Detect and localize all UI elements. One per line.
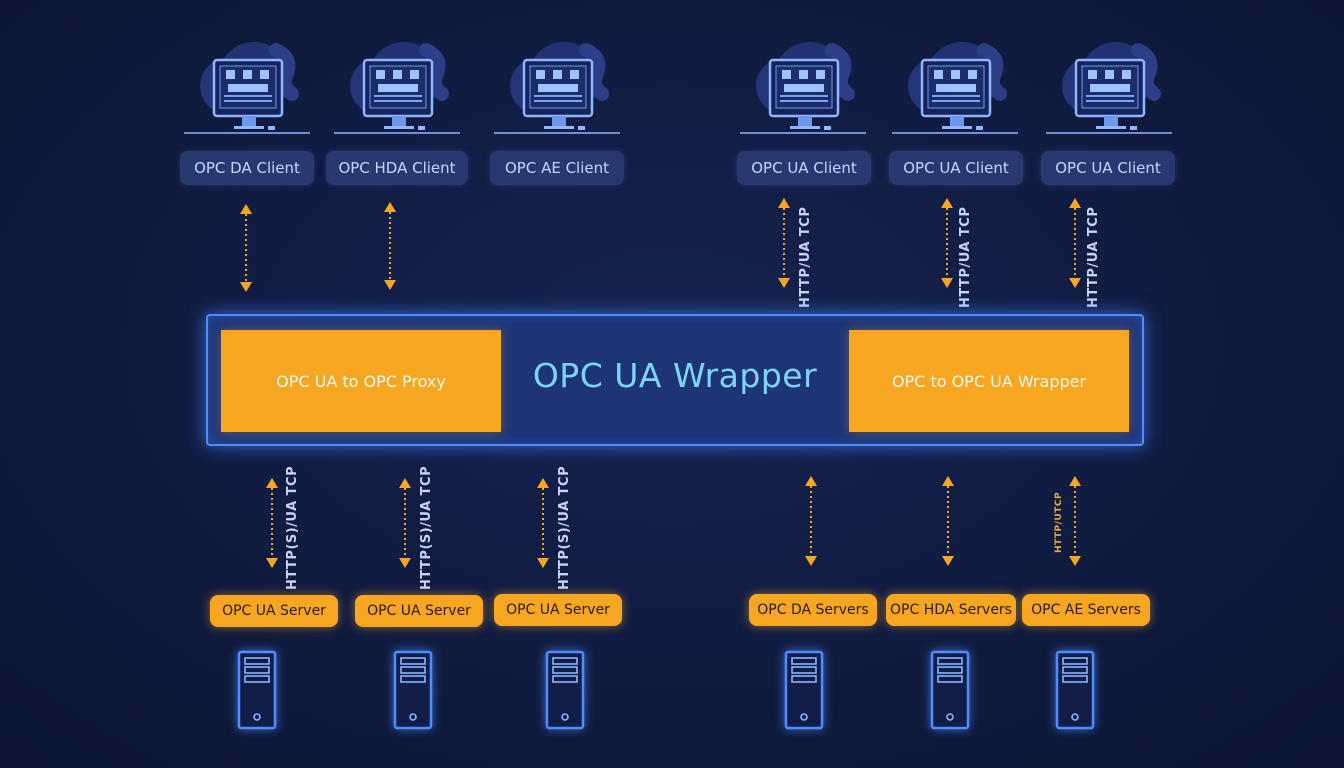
- computer-icon: [1046, 42, 1172, 134]
- server-label-ae: OPC AE Servers: [1022, 594, 1150, 626]
- server-tower-icon: [545, 650, 585, 730]
- client-label-ua-3: OPC UA Client: [1041, 151, 1175, 185]
- client-label-ae: OPC AE Client: [490, 151, 624, 185]
- client-label-da: OPC DA Client: [180, 151, 314, 185]
- protocol-label-top-2: HTTP/UA TCP: [958, 206, 973, 308]
- double-arrow-icon: [384, 202, 396, 290]
- arrow-top-ua-1: [777, 198, 791, 288]
- protocol-label-bottom-4: HTTP/UTCP: [1054, 491, 1064, 553]
- double-arrow-icon: [941, 198, 953, 288]
- server-icon-da: [784, 650, 824, 730]
- protocol-label-bottom-3: HTTP(S)/UA TCP: [557, 465, 572, 590]
- client-label-ua-1: OPC UA Client: [737, 151, 871, 185]
- double-arrow-icon: [399, 478, 411, 568]
- server-tower-icon: [393, 650, 433, 730]
- arrow-bottom-ua-1: [265, 478, 279, 568]
- server-label-ua-3: OPC UA Server: [494, 594, 622, 626]
- double-arrow-icon: [1069, 476, 1081, 566]
- arrow-top-ua-2: [940, 198, 954, 288]
- arrow-top-hda: [383, 202, 397, 290]
- server-tower-icon: [784, 650, 824, 730]
- computer-icon: [494, 42, 620, 134]
- double-arrow-icon: [1069, 198, 1081, 288]
- client-ua-2: [892, 40, 1022, 140]
- protocol-label-top-3: HTTP/UA TCP: [1086, 206, 1101, 308]
- double-arrow-icon: [778, 198, 790, 288]
- wrapper-box: OPC to OPC UA Wrapper: [849, 330, 1129, 432]
- client-ae: [494, 40, 624, 140]
- protocol-label-bottom-1: HTTP(S)/UA TCP: [285, 465, 300, 590]
- server-tower-icon: [930, 650, 970, 730]
- server-icon-ua-1: [237, 650, 277, 730]
- arrow-bottom-ua-3: [536, 478, 550, 568]
- arrow-bottom-ua-2: [398, 478, 412, 568]
- double-arrow-icon: [942, 476, 954, 566]
- server-label-ua-2: OPC UA Server: [355, 595, 483, 627]
- arrow-bottom-ae: [1068, 476, 1082, 566]
- arrow-bottom-hda: [941, 476, 955, 566]
- double-arrow-icon: [537, 478, 549, 568]
- protocol-label-top-1: HTTP/UA TCP: [798, 206, 813, 308]
- server-label-ua-1: OPC UA Server: [210, 595, 338, 627]
- computer-icon: [334, 42, 460, 134]
- server-icon-ae: [1055, 650, 1095, 730]
- server-tower-icon: [237, 650, 277, 730]
- computer-icon: [184, 42, 310, 134]
- client-ua-1: [740, 40, 870, 140]
- double-arrow-icon: [266, 478, 278, 568]
- arrow-top-da: [239, 204, 253, 292]
- server-label-hda: OPC HDA Servers: [886, 594, 1016, 626]
- computer-icon: [892, 42, 1018, 134]
- server-icon-hda: [930, 650, 970, 730]
- client-hda: [334, 40, 464, 140]
- double-arrow-icon: [240, 204, 252, 292]
- arrow-bottom-da: [804, 476, 818, 566]
- server-tower-icon: [1055, 650, 1095, 730]
- protocol-label-bottom-2: HTTP(S)/UA TCP: [419, 465, 434, 590]
- double-arrow-icon: [805, 476, 817, 566]
- server-icon-ua-2: [393, 650, 433, 730]
- client-label-ua-2: OPC UA Client: [889, 151, 1023, 185]
- arrow-top-ua-3: [1068, 198, 1082, 288]
- server-label-da: OPC DA Servers: [749, 594, 877, 626]
- client-label-hda: OPC HDA Client: [326, 151, 468, 185]
- client-ua-3: [1046, 40, 1176, 140]
- client-da: [184, 40, 314, 140]
- opc-ua-wrapper: OPC UA to OPC Proxy OPC UA Wrapper OPC t…: [206, 314, 1144, 446]
- proxy-box: OPC UA to OPC Proxy: [221, 330, 501, 432]
- computer-icon: [740, 42, 866, 134]
- server-icon-ua-3: [545, 650, 585, 730]
- wrapper-title: OPC UA Wrapper: [532, 356, 818, 395]
